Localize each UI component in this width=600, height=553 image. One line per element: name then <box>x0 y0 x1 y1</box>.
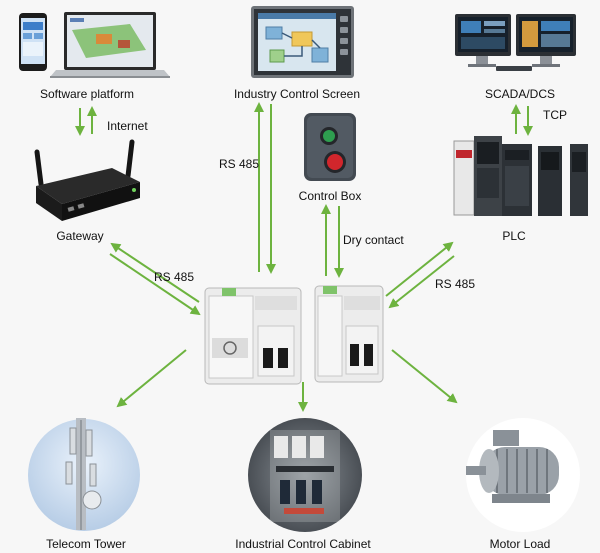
edge-label-dry-contact: Dry contact <box>343 233 404 247</box>
edge-label-internet: Internet <box>107 119 148 133</box>
label-plc: PLC <box>502 229 526 243</box>
control-box-device <box>304 113 356 181</box>
label-software-platform: Software platform <box>39 87 135 101</box>
arrow-motor <box>391 349 458 404</box>
label-industry-control-screen: Industry Control Screen <box>233 87 361 101</box>
edge-label-rs485-plc: RS 485 <box>435 277 476 291</box>
arrow-plc-out <box>385 241 454 297</box>
label-telecom-tower: Telecom Tower <box>46 537 126 551</box>
edge-label-rs485-screen: RS 485 <box>219 157 260 171</box>
connection-arrows <box>75 102 533 412</box>
arrow-plc-in <box>388 255 455 309</box>
industrial-control-cabinet-image <box>248 418 362 532</box>
label-gateway: Gateway <box>56 229 104 243</box>
breaker-unit-right <box>314 285 384 383</box>
industry-control-screen-device <box>251 6 354 78</box>
scada-dcs-device <box>455 14 576 71</box>
motor-load-image <box>466 418 580 532</box>
software-platform-device <box>19 12 170 78</box>
arrow-gateway-out <box>110 242 200 303</box>
label-control-box: Control Box <box>298 189 362 203</box>
edge-label-tcp: TCP <box>543 108 567 122</box>
label-industrial-control-cabinet: Industrial Control Cabinet <box>235 537 371 551</box>
arrow-telecom <box>116 349 187 408</box>
edge-label-rs485-gateway: RS 485 <box>154 270 195 284</box>
telecom-tower-image <box>28 418 140 531</box>
plc-device <box>453 136 588 216</box>
label-motor-load: Motor Load <box>489 537 551 551</box>
arrow-gateway-in <box>109 253 201 316</box>
label-scada-dcs: SCADA/DCS <box>484 87 556 101</box>
gateway-device <box>34 139 140 221</box>
breaker-unit-left <box>204 287 302 385</box>
